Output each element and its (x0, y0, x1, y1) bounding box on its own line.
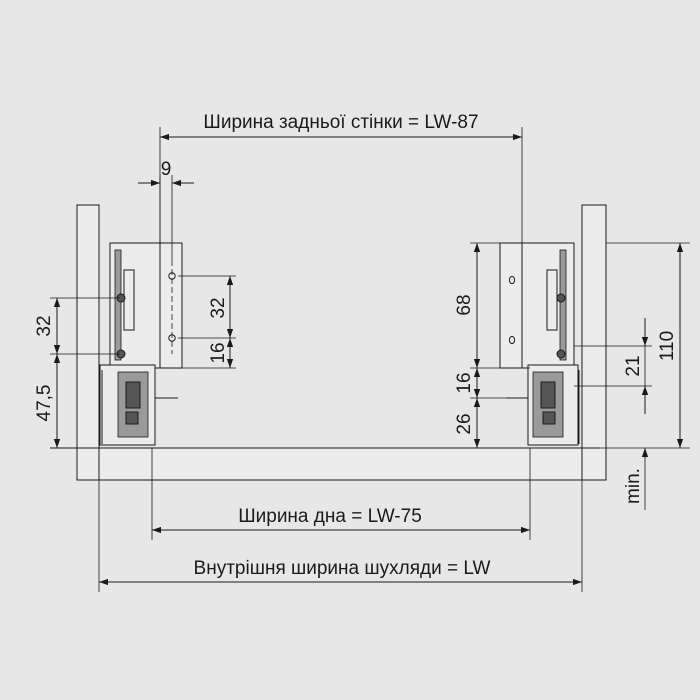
right-back-bracket (499, 242, 523, 369)
left-offset-label: 9 (161, 159, 172, 180)
left-hole-spacing-label: 32 (208, 297, 229, 318)
right-height-21-label: 21 (623, 355, 644, 376)
left-offset-dimension: 9 (138, 159, 194, 260)
left-runner-mechanism (99, 242, 178, 446)
right-hole-lower (508, 335, 516, 345)
left-back-bracket (159, 242, 183, 369)
left-outer-upper-label: 32 (34, 315, 55, 336)
right-runner-mechanism (506, 242, 580, 446)
right-height-68-label: 68 (454, 294, 475, 315)
right-bracket-dimensions: 68 16 26 (454, 242, 530, 448)
left-hole-to-bottom-label: 16 (208, 342, 229, 363)
right-height-26-label: 26 (454, 413, 475, 434)
left-hole-dimensions: 32 16 (178, 275, 236, 369)
bottom-width-label: Ширина дна = LW-75 (238, 506, 422, 527)
left-outer-lower-label: 47,5 (34, 385, 55, 422)
inner-width-dimension: Внутрішня ширина шухляди = LW (98, 480, 583, 592)
right-hole-upper (508, 275, 516, 285)
left-outer-dimensions: 32 47,5 (34, 297, 120, 448)
right-side-wall (581, 204, 607, 481)
right-height-16-label: 16 (454, 372, 475, 393)
back-wall-width-dimension: Ширина задньої стінки = LW-87 (159, 112, 523, 243)
right-outer-dimensions: 21 110 min. (574, 242, 690, 510)
right-total-110-label: 110 (657, 331, 678, 361)
bottom-panel (50, 447, 600, 481)
inner-width-label: Внутрішня ширина шухляди = LW (194, 558, 491, 579)
right-min-label: min. (623, 468, 644, 504)
back-wall-width-label: Ширина задньої стінки = LW-87 (203, 112, 478, 133)
left-side-wall (76, 204, 100, 481)
bottom-width-dimension: Ширина дна = LW-75 (151, 448, 531, 540)
